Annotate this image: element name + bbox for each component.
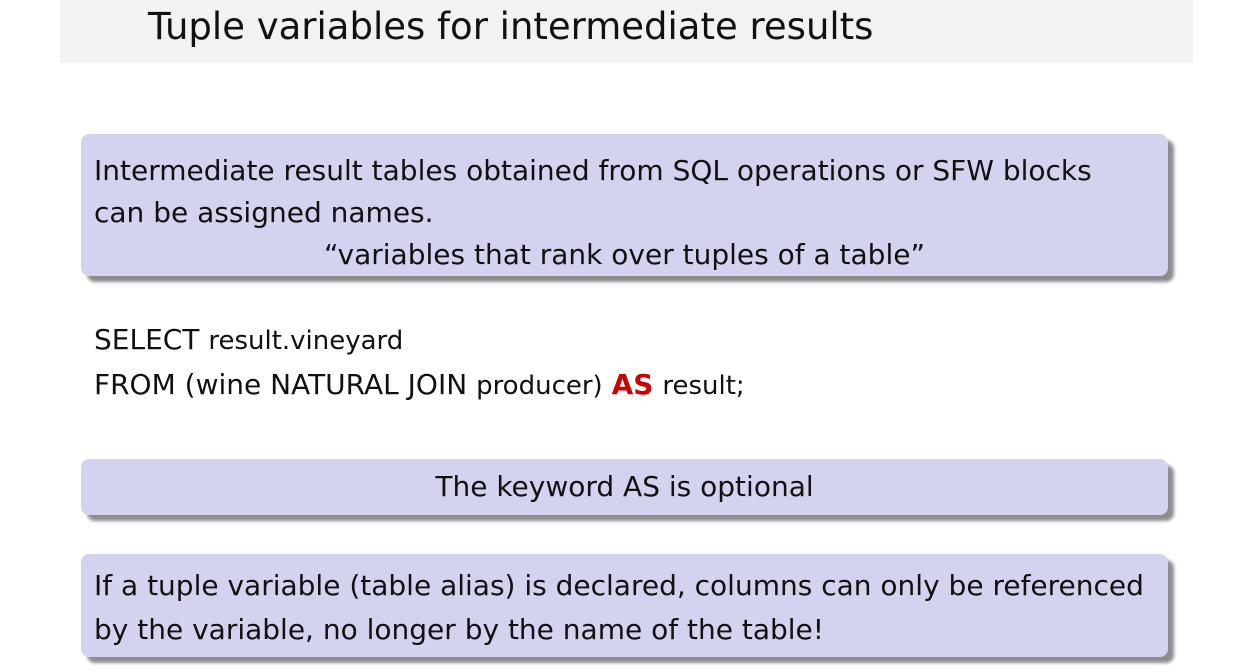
title-bar (60, 0, 1193, 63)
definition-quote: “variables that rank over tuples of a ta… (324, 238, 925, 271)
sql-select-keyword: SELECT (94, 323, 200, 356)
sql-select-column: result.vineyard (208, 326, 404, 356)
sql-line-from: FROM (wine NATURAL JOIN producer) AS res… (94, 363, 745, 408)
definition-line-2: can be assigned names. (94, 196, 434, 229)
rule-line-1: If a tuple variable (table alias) is dec… (94, 569, 1144, 602)
sql-as-keyword: AS (611, 368, 654, 401)
sql-line-select: SELECT result.vineyard (94, 318, 745, 363)
sql-join-expression: (wine NATURAL JOIN (184, 368, 468, 401)
note-text: The keyword AS is optional (435, 470, 814, 503)
definition-block: Intermediate result tables obtained from… (81, 134, 1168, 276)
slide-title: Tuple variables for intermediate results (148, 5, 874, 48)
definition-line-1: Intermediate result tables obtained from… (94, 154, 1092, 187)
rule-block: If a tuple variable (table alias) is dec… (81, 554, 1168, 657)
sql-example: SELECT result.vineyard FROM (wine NATURA… (94, 318, 745, 408)
sql-alias: result; (662, 371, 745, 401)
note-block: The keyword AS is optional (81, 459, 1168, 515)
rule-line-2: by the variable, no longer by the name o… (94, 613, 824, 646)
sql-join-table: producer) (476, 371, 603, 401)
sql-from-keyword: FROM (94, 368, 176, 401)
